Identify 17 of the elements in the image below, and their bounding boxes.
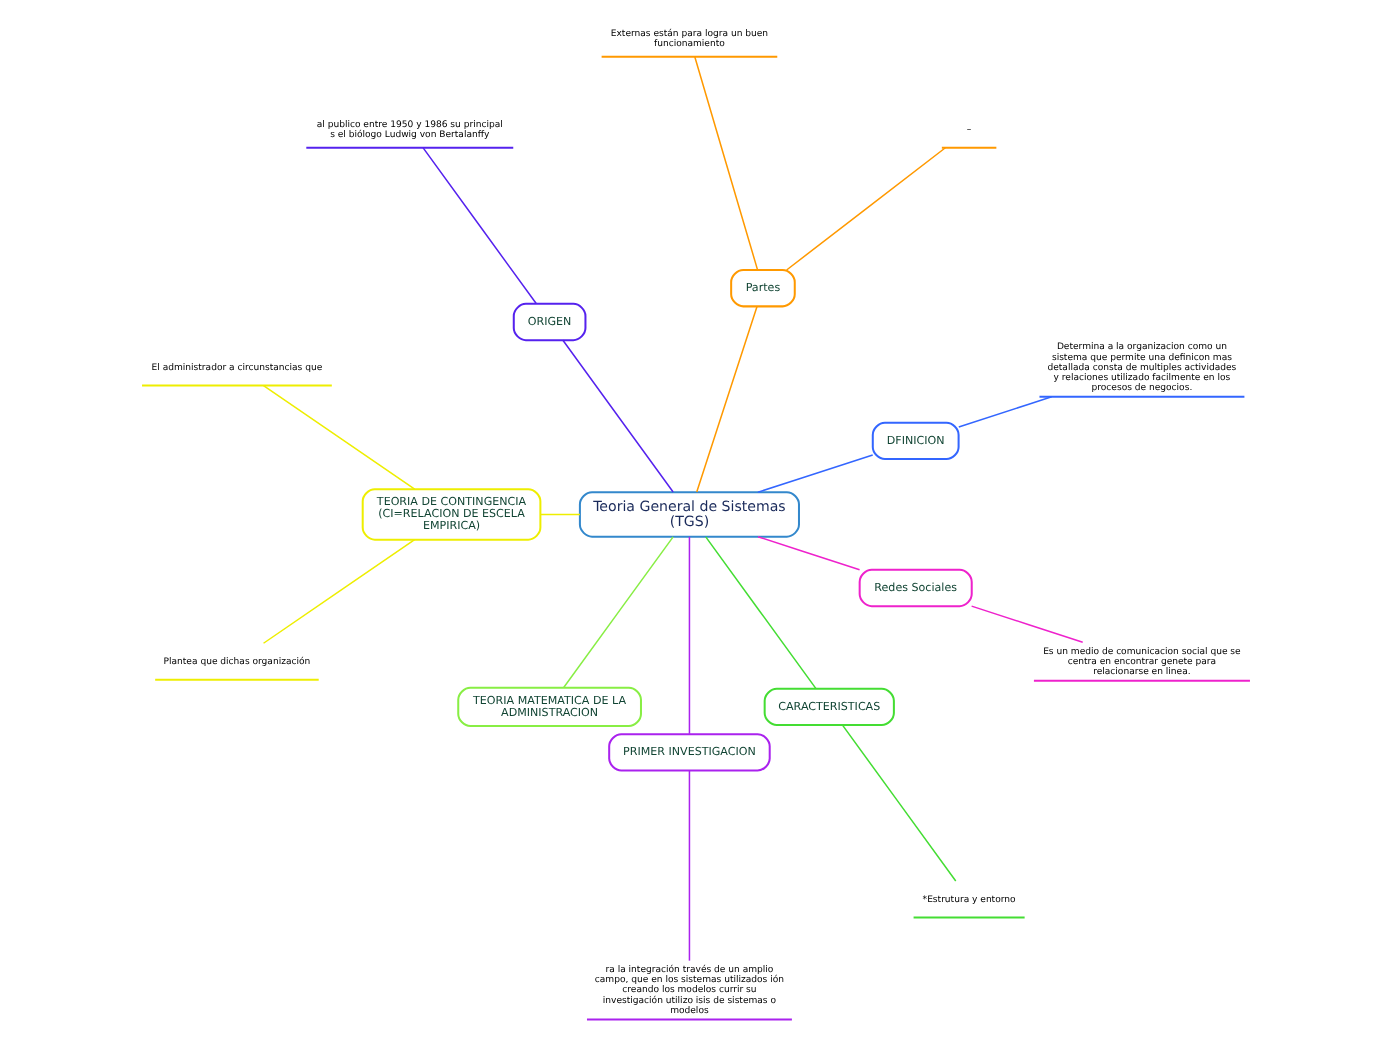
connector: [562, 339, 674, 493]
connector: [958, 396, 1053, 428]
connector: [562, 536, 674, 689]
connector: [757, 454, 874, 493]
connector: [422, 147, 537, 305]
connector: [694, 56, 759, 271]
connector: [688, 769, 691, 962]
connector: [705, 536, 817, 690]
connector: [539, 513, 581, 516]
connector: [688, 536, 691, 735]
connector: [785, 147, 947, 271]
connector: [696, 305, 758, 493]
connector: [970, 605, 1084, 643]
connector: [262, 384, 416, 490]
connector: [841, 724, 957, 882]
connector: [262, 538, 416, 644]
connector: [757, 535, 861, 571]
